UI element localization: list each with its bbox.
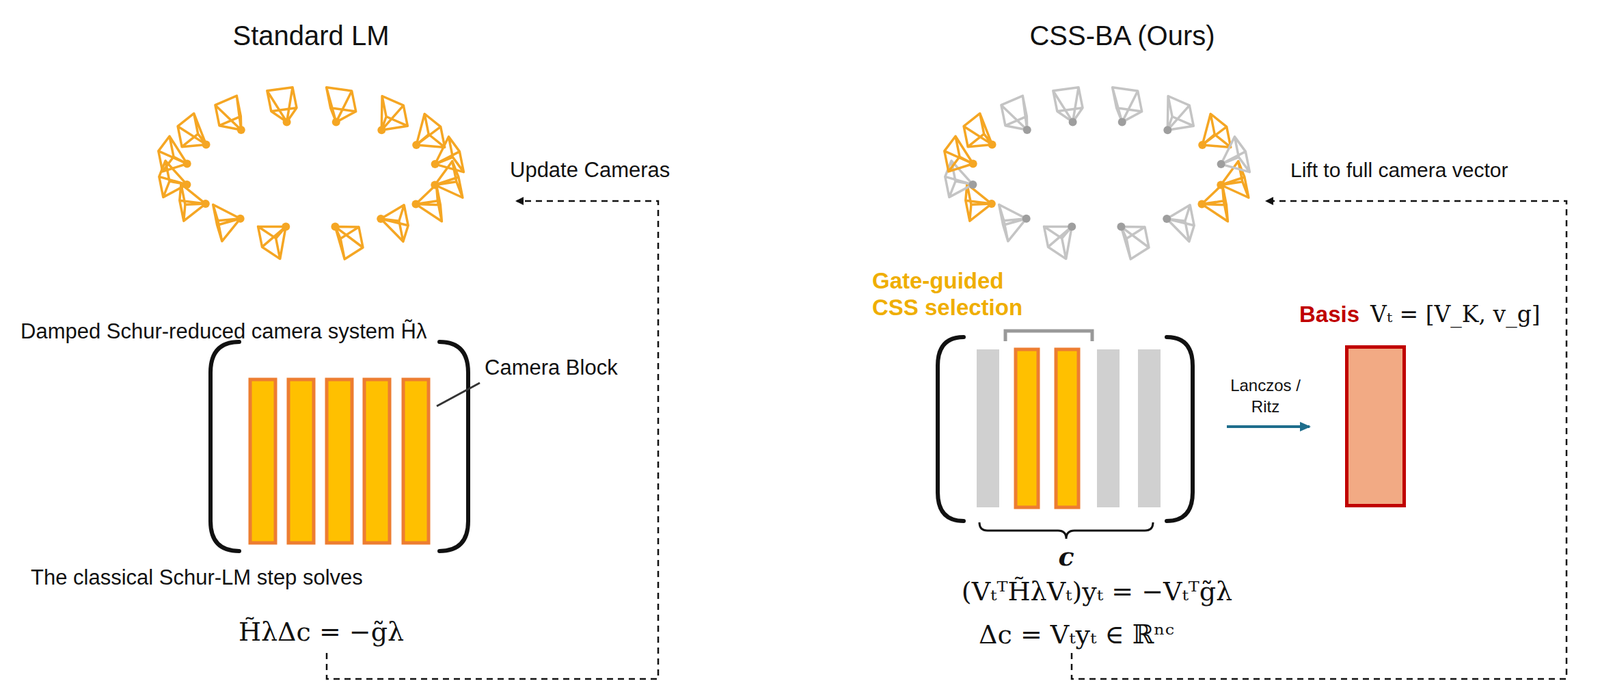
loop-label: Update Cameras xyxy=(509,157,670,183)
matrix-bracket xyxy=(937,336,1193,521)
selected-camera-bars xyxy=(976,349,1161,508)
underbrace xyxy=(979,522,1154,539)
leader-line xyxy=(436,382,480,406)
panel-title: Standard LM xyxy=(232,19,389,52)
update-loop xyxy=(326,200,659,679)
equation: (VₜᵀH̃λVₜ)yₜ = −Vₜᵀg̃λ xyxy=(961,576,1233,607)
selected-camera-matrix: Gate-guided CSS selectionc xyxy=(936,336,1195,521)
caption-text: The classical Schur-LM step solves xyxy=(30,565,363,590)
callout-label: Camera Block xyxy=(484,355,618,381)
selection-bracket xyxy=(1005,330,1093,342)
lift-loop xyxy=(1071,200,1567,679)
edge-label: Lanczos / Ritz xyxy=(1228,374,1304,417)
equation: Δc = Vₜyₜ ∈ ℝⁿᶜ xyxy=(978,619,1175,650)
basis-formula: Vₜ = [V_K, v_g] xyxy=(1370,301,1541,328)
matrix-bracket xyxy=(210,341,469,551)
equation: H̃λΔc = −g̃λ xyxy=(238,617,404,648)
camera-ring xyxy=(158,87,465,260)
basis-heading: Basis xyxy=(1299,301,1360,328)
vector-symbol: c xyxy=(1058,541,1074,572)
matrix-heading: Damped Schur-reduced camera system H̃λ xyxy=(20,319,427,344)
panel-title: CSS-BA (Ours) xyxy=(1029,19,1215,52)
basis-block: BasisVₜ = [V_K, v_g] xyxy=(1345,345,1406,508)
camera-block-bars xyxy=(250,379,429,543)
lanczos-arrow xyxy=(1226,425,1310,428)
loop-label: Lift to full camera vector xyxy=(1290,158,1508,183)
camera-system-matrix: Damped Schur-reduced camera system H̃λ xyxy=(209,341,470,551)
camera-ring xyxy=(944,87,1251,260)
selection-heading: Gate-guided CSS selection xyxy=(872,267,1037,322)
